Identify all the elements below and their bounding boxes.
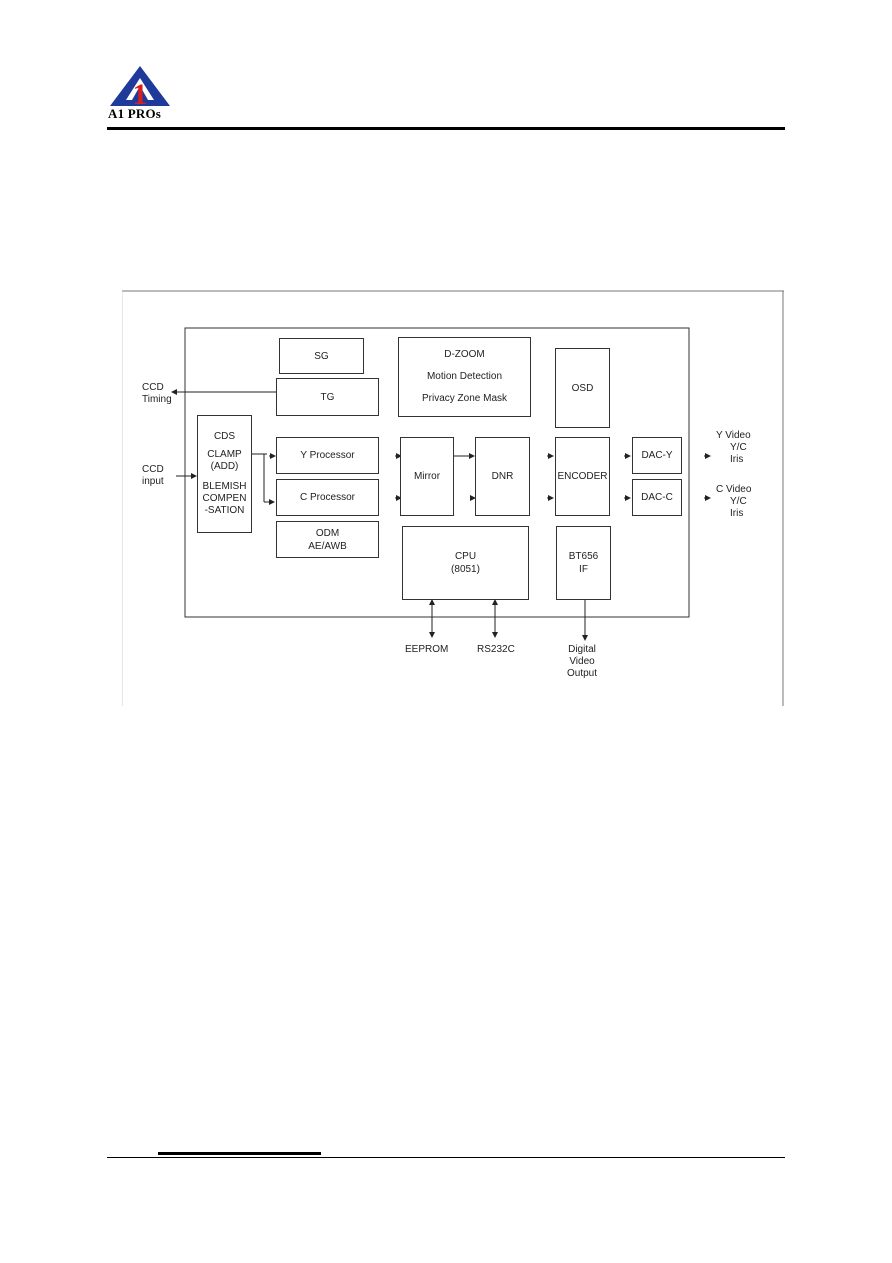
digital-video-line-2: Video (569, 656, 595, 667)
odm-block: ODM AE/AWB (276, 521, 379, 558)
eeprom-label: EEPROM (405, 644, 448, 656)
digital-video-line-3: Output (567, 668, 598, 679)
eeprom-text: EEPROM (405, 644, 449, 655)
cds-line-1: CDS (213, 431, 236, 442)
header-rule (107, 127, 785, 130)
dnr-block: DNR (475, 437, 530, 516)
bt656-if-label: IF (579, 564, 588, 575)
privacy-zone-mask-label: Privacy Zone Mask (421, 393, 508, 404)
block-diagram: SG TG D-ZOOM Motion Detection Privacy Zo… (122, 290, 784, 706)
c-processor-block: C Processor (276, 479, 379, 516)
tg-label: TG (320, 391, 335, 403)
company-logo-icon: 1 (110, 66, 170, 111)
svg-text:1: 1 (133, 78, 148, 111)
y-processor-block: Y Processor (276, 437, 379, 474)
dzoom-label: D-ZOOM (444, 349, 485, 360)
cds-line-3: (ADD) (210, 461, 239, 472)
rs232c-text: RS232C (477, 644, 515, 655)
ccd-input-line-1: CCD (142, 464, 164, 475)
ccd-input-line-2: input (142, 476, 164, 487)
dac-y-label: DAC-Y (641, 450, 673, 461)
ae-awb-label: AE/AWB (308, 540, 347, 552)
encoder-label: ENCODER (557, 471, 608, 482)
cds-line-7: -SATION (204, 505, 245, 516)
cpu-block: CPU (8051) (402, 526, 529, 600)
diagram-lines (122, 290, 784, 706)
osd-block: OSD (555, 348, 610, 428)
c-output-line-2: Y/C (730, 496, 747, 507)
bt656-label: BT656 (568, 551, 599, 562)
ccd-timing-line-1: CCD (142, 382, 164, 393)
footer-accent-rule (158, 1152, 321, 1155)
ccd-timing-label: CCD Timing (142, 382, 172, 406)
cds-line-6: COMPEN (202, 493, 247, 504)
motion-detection-label: Motion Detection (426, 371, 503, 382)
cpu-label: CPU (454, 551, 477, 562)
y-output-label: Y Video Y/C Iris (716, 430, 751, 466)
y-output-line-2: Y/C (730, 442, 747, 453)
osd-label: OSD (571, 382, 594, 394)
footer-rule (107, 1157, 785, 1158)
digital-video-output-label: Digital Video Output (567, 644, 597, 680)
dzoom-block: D-ZOOM Motion Detection Privacy Zone Mas… (398, 337, 531, 417)
dnr-label: DNR (491, 471, 514, 482)
c-output-line-1: C Video (716, 484, 752, 495)
cpu-model-label: (8051) (451, 564, 480, 575)
logo-text: A1 PROs (108, 106, 162, 121)
y-output-line-3: Iris (730, 454, 744, 465)
mirror-label: Mirror (413, 471, 441, 482)
sg-label: SG (314, 350, 329, 362)
bt656-block: BT656 IF (556, 526, 611, 600)
odm-label: ODM (315, 527, 340, 539)
c-processor-label: C Processor (299, 492, 355, 503)
mirror-block: Mirror (400, 437, 454, 516)
digital-video-line-1: Digital (568, 644, 596, 655)
y-processor-label: Y Processor (300, 450, 355, 461)
dac-c-label: DAC-C (641, 492, 673, 503)
tg-block: TG (276, 378, 379, 416)
dac-y-block: DAC-Y (632, 437, 682, 474)
sg-block: SG (279, 338, 364, 374)
cds-line-2: CLAMP (207, 449, 242, 460)
encoder-block: ENCODER (555, 437, 610, 516)
ccd-timing-line-2: Timing (142, 394, 172, 405)
cds-block: CDS CLAMP (ADD) BLEMISH COMPEN -SATION (197, 415, 252, 533)
ccd-input-label: CCD input (142, 464, 164, 488)
rs232c-label: RS232C (477, 644, 515, 656)
c-output-line-3: Iris (730, 508, 744, 519)
y-output-line-1: Y Video (716, 430, 751, 441)
cds-line-5: BLEMISH (202, 481, 247, 492)
dac-c-block: DAC-C (632, 479, 682, 516)
c-output-label: C Video Y/C Iris (716, 484, 751, 520)
